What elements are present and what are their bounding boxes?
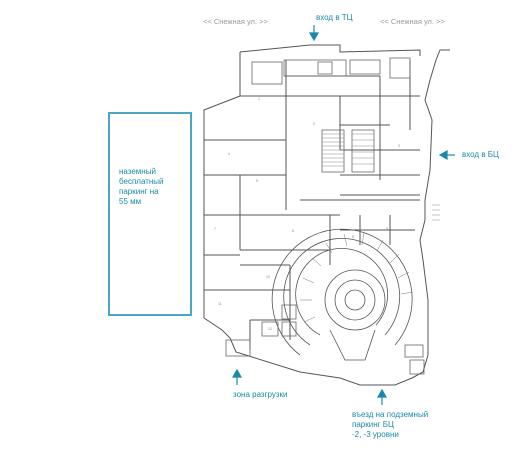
ground-parking-label: наземный бесплатный паркинг на 55 мм [119,167,164,207]
building-outline [203,44,450,386]
top-blocks [251,57,411,173]
svg-text:6: 6 [292,229,294,233]
parking-line-1: наземный [119,167,156,176]
underground-line-1: въезд на подземный [352,410,429,419]
bottom-details [225,304,425,375]
street-label-right: << Снежная ул. >> [380,17,445,26]
unloading-zone-label: зона разгрузки [233,390,288,399]
underground-line-2: паркинг БЦ [352,420,394,429]
entrance-tc-label: вход в ТЦ [316,13,353,22]
underground-entrance-label: въезд на подземный паркинг БЦ -2, -3 уро… [352,410,428,440]
stair-hatch [322,133,440,221]
svg-text:3: 3 [398,144,400,148]
parking-line-2: бесплатный [119,177,164,186]
entrance-bc-label: вход в БЦ [462,150,499,159]
svg-text:4: 4 [228,152,230,156]
svg-text:10: 10 [266,275,270,279]
svg-text:2: 2 [313,122,315,126]
arrow-underground-head [376,388,388,398]
parking-line-3: паркинг на [119,187,159,196]
arrow-tc-head [308,32,320,42]
parking-ramp [271,228,413,361]
room-labels: 1 2 3 4 5 6 7 8 9 10 11 12 [214,97,400,331]
ground-parking-area[interactable] [108,112,192,316]
arrow-bc-head [438,149,448,161]
svg-text:1: 1 [258,97,260,101]
svg-text:5: 5 [256,179,258,183]
parking-line-4: 55 мм [119,197,142,206]
ramp-ticks [300,232,414,323]
street-label-left: << Снежная ул. >> [203,17,268,26]
svg-text:8: 8 [352,235,354,239]
svg-text:9: 9 [386,227,388,231]
svg-text:7: 7 [214,227,216,231]
arrows [231,25,455,405]
arrow-unload-head [231,368,243,378]
svg-text:11: 11 [218,302,222,306]
underground-line-3: -2, -3 уровни [352,430,399,439]
svg-text:12: 12 [268,327,272,331]
